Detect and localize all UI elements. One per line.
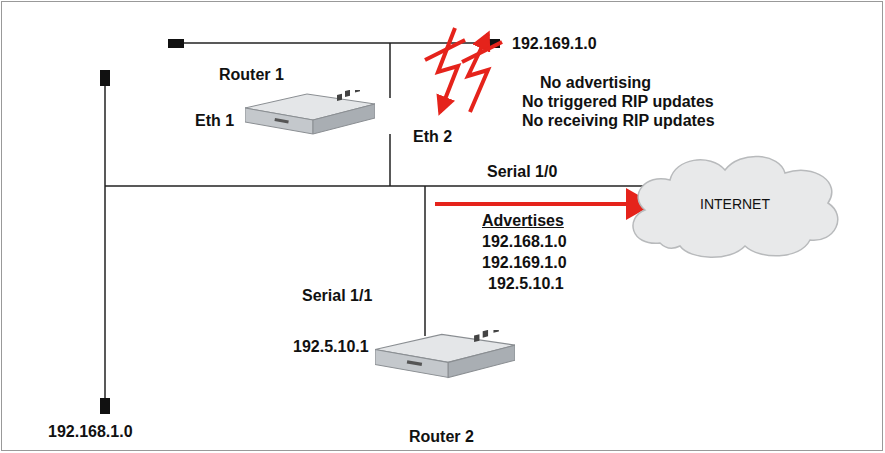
note: No receiving RIP updates — [522, 112, 715, 130]
network-address: 192.169.1.0 — [512, 35, 597, 53]
block-slash — [462, 42, 502, 62]
blocked-update-arrow — [468, 34, 488, 112]
network-address: 192.168.1.0 — [482, 233, 567, 251]
note: No triggered RIP updates — [522, 93, 714, 111]
cloud-label: INTERNET — [700, 196, 770, 212]
router-icon — [375, 330, 515, 384]
router-name: Router 2 — [409, 428, 474, 446]
network-address: 192.5.10.1 — [293, 338, 369, 356]
terminator — [168, 39, 184, 48]
interface-name: Serial 1/0 — [487, 163, 557, 181]
drop-wire — [389, 43, 391, 98]
note-heading: Advertises — [482, 212, 564, 230]
note: No advertising — [540, 74, 651, 92]
router-icon — [245, 90, 375, 140]
drop-wire — [389, 134, 391, 186]
router-name: Router 1 — [219, 66, 284, 84]
network-address: 192.5.10.1 — [488, 275, 564, 293]
network-address: 192.168.1.0 — [48, 423, 133, 441]
interface-name: Eth 1 — [193, 112, 236, 130]
blocked-update-arrow — [438, 28, 458, 112]
ethernet-wire — [104, 82, 106, 402]
block-slash — [425, 40, 465, 60]
drop-wire — [424, 186, 426, 336]
network-address: 192.169.1.0 — [482, 254, 567, 272]
ethernet-wire — [178, 42, 492, 44]
serial-wire — [105, 185, 680, 187]
terminator — [100, 70, 110, 86]
internet-cloud: INTERNET — [620, 148, 850, 263]
interface-name: Serial 1/1 — [302, 287, 372, 305]
router: Router 2 — [375, 330, 515, 448]
terminator — [100, 398, 110, 414]
interface-name: Eth 2 — [413, 128, 452, 146]
advertise-arrow — [435, 202, 650, 206]
